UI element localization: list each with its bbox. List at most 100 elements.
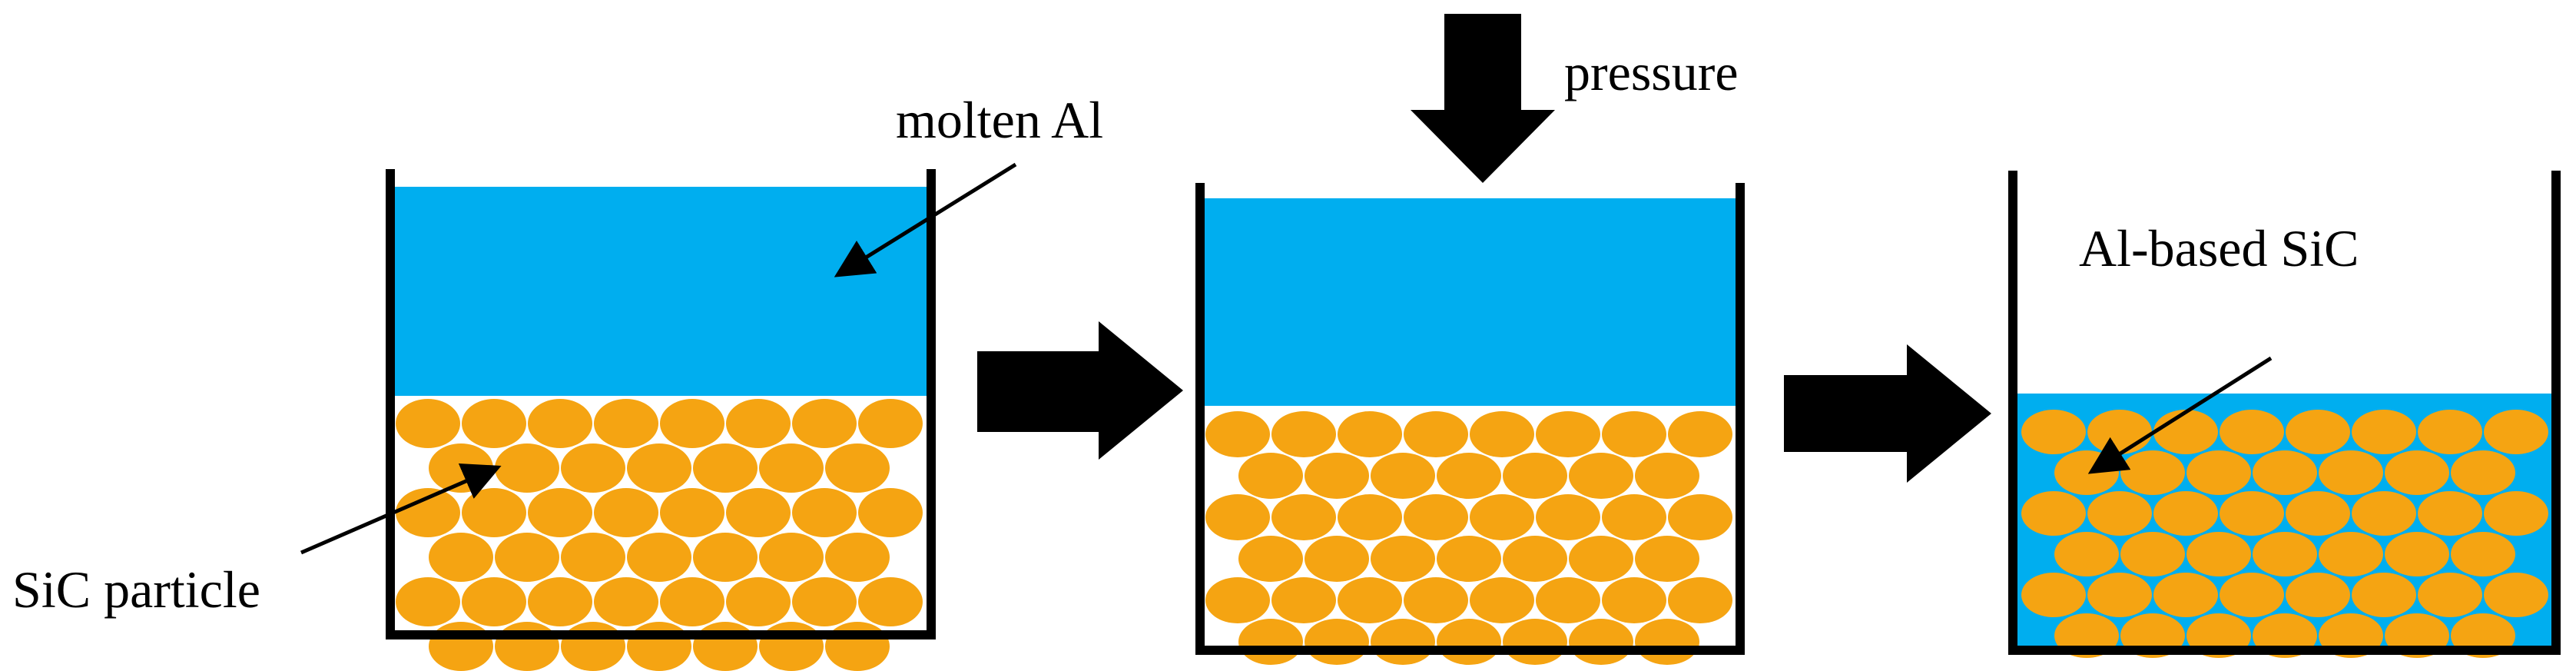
stage-1-container <box>386 169 936 671</box>
sic-particle <box>1305 536 1369 582</box>
sic-particle <box>1404 577 1468 623</box>
sic-particle <box>1536 577 1600 623</box>
sic-particle <box>2418 410 2482 454</box>
sic-particle <box>1503 619 1567 665</box>
sic-particle <box>2186 532 2251 576</box>
sic-particle <box>2120 532 2185 576</box>
sic-particle <box>1503 536 1567 582</box>
sic-particle <box>726 577 791 626</box>
sic-particle <box>1305 619 1369 665</box>
sic-particle <box>462 399 526 448</box>
sic-particle <box>1668 494 1732 540</box>
sic-particle <box>2021 410 2086 454</box>
sic-particle <box>2021 573 2086 617</box>
sic-particle <box>1371 536 1435 582</box>
sic-particle <box>858 399 923 448</box>
sic-particle <box>2220 573 2284 617</box>
sic-particle <box>495 443 559 493</box>
sic-particle <box>759 533 824 582</box>
sic-particle <box>627 533 691 582</box>
sic-particle <box>2253 450 2317 495</box>
sic-particle <box>2087 410 2152 454</box>
sic-particle <box>1437 619 1501 665</box>
sic-particle <box>1205 494 1270 540</box>
sic-particle-label: SiC particle <box>12 560 260 619</box>
sic-particle <box>825 622 890 671</box>
sic-particle <box>2418 573 2482 617</box>
sic-particle <box>2484 491 2548 536</box>
sic-particle <box>2220 491 2284 536</box>
sic-particle <box>858 488 923 537</box>
sic-particle <box>2451 450 2515 495</box>
sic-particle <box>2319 450 2383 495</box>
sic-particle <box>2120 450 2185 495</box>
sic-particle <box>1338 577 1402 623</box>
sic-particle <box>1635 619 1699 665</box>
pressure-label: pressure <box>1564 43 1739 101</box>
stage-1-vessel-outline <box>386 169 936 639</box>
sic-particle <box>660 399 724 448</box>
sic-particle <box>528 488 592 537</box>
sic-particle <box>726 399 791 448</box>
molten-al-leader-line <box>834 162 1017 277</box>
sic-particle <box>1338 494 1402 540</box>
sic-particle <box>1668 411 1732 457</box>
sic-particle <box>2054 532 2119 576</box>
sic-particle <box>495 622 559 671</box>
molten-al-label: molten Al <box>896 91 1103 149</box>
sic-particle <box>2286 410 2350 454</box>
sic-particle <box>429 622 493 671</box>
sic-particle <box>1437 536 1501 582</box>
sic-particle <box>1635 536 1699 582</box>
process-arrow-1 <box>977 321 1183 460</box>
sic-particle <box>1470 411 1534 457</box>
sic-particle <box>1437 453 1501 499</box>
sic-particle <box>2451 532 2515 576</box>
sic-particle <box>2352 491 2416 536</box>
sic-particle <box>1205 411 1270 457</box>
sic-particle <box>1371 619 1435 665</box>
sic-particle <box>594 577 658 626</box>
sic-particle <box>792 399 857 448</box>
sic-particle <box>1602 577 1666 623</box>
stage-3-vessel-outline <box>2008 171 2561 655</box>
sic-particle <box>1470 494 1534 540</box>
al-based-sic-label: Al-based SiC <box>2079 219 2359 277</box>
sic-particle <box>2153 573 2218 617</box>
sic-particle <box>2286 573 2350 617</box>
stage-2-vessel-outline <box>1195 183 1745 655</box>
sic-particle <box>1338 411 1402 457</box>
sic-particle <box>2352 573 2416 617</box>
sic-particle <box>1536 411 1600 457</box>
sic-particle <box>2186 450 2251 495</box>
sic-particle <box>1205 577 1270 623</box>
sic-particle <box>792 488 857 537</box>
sic-particle <box>660 577 724 626</box>
sic-particle <box>561 443 625 493</box>
sic-particle <box>1602 494 1666 540</box>
sic-particle <box>693 443 758 493</box>
sic-particle <box>528 577 592 626</box>
sic-particle <box>561 533 625 582</box>
sic-particle <box>462 577 526 626</box>
stage-2-sic-particles <box>1205 411 1732 665</box>
al-based-sic-leader-line <box>2087 356 2273 474</box>
sic-particle <box>2153 491 2218 536</box>
sic-particle <box>2021 491 2086 536</box>
sic-particle <box>1569 619 1633 665</box>
sic-particle <box>1238 619 1303 665</box>
sic-particle <box>2153 410 2218 454</box>
sic-particle <box>462 488 526 537</box>
pressure-arrow <box>1411 14 1555 183</box>
sic-particle <box>792 577 857 626</box>
sic-particle <box>1404 411 1468 457</box>
sic-particle <box>1569 453 1633 499</box>
sic-particle <box>1569 536 1633 582</box>
sic-particle <box>726 488 791 537</box>
stage-3-container <box>2008 171 2561 658</box>
sic-particle <box>2220 410 2284 454</box>
sic-particle <box>2484 573 2548 617</box>
sic-particle <box>2418 491 2482 536</box>
sic-particle <box>1635 453 1699 499</box>
sic-particle <box>1602 411 1666 457</box>
